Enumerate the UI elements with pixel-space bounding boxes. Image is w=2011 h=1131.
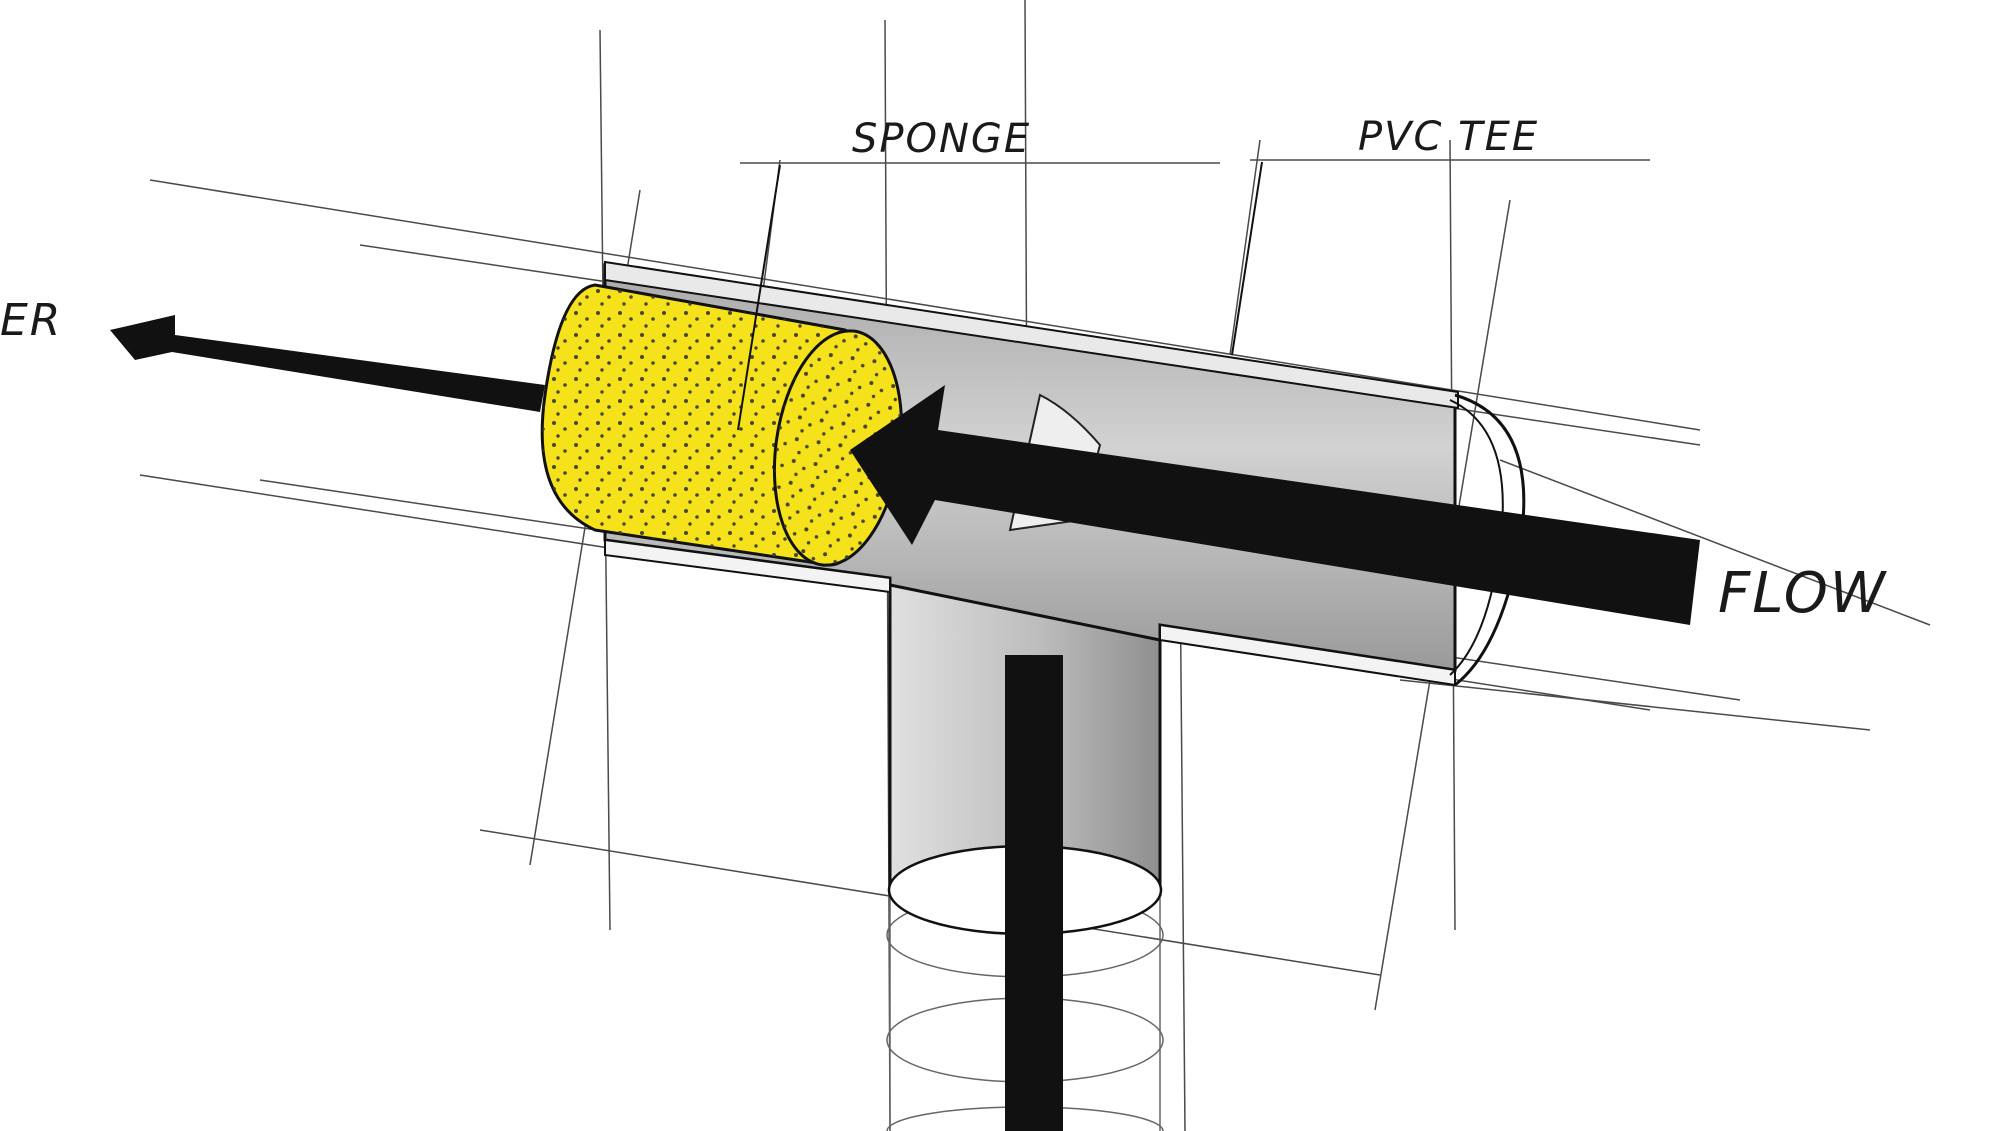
sponge [540,283,904,567]
outlet-arrow [110,315,545,412]
pvc-tee-label: PVC TEE [1358,114,1539,160]
sponge-label: SPONGE [852,116,1031,162]
flow-label: FLOW [1718,561,1888,626]
left-cut-label: ER [0,295,62,346]
down-bar [1005,655,1063,1131]
flow-arrow [850,385,1700,625]
leader-lines [737,161,1263,431]
